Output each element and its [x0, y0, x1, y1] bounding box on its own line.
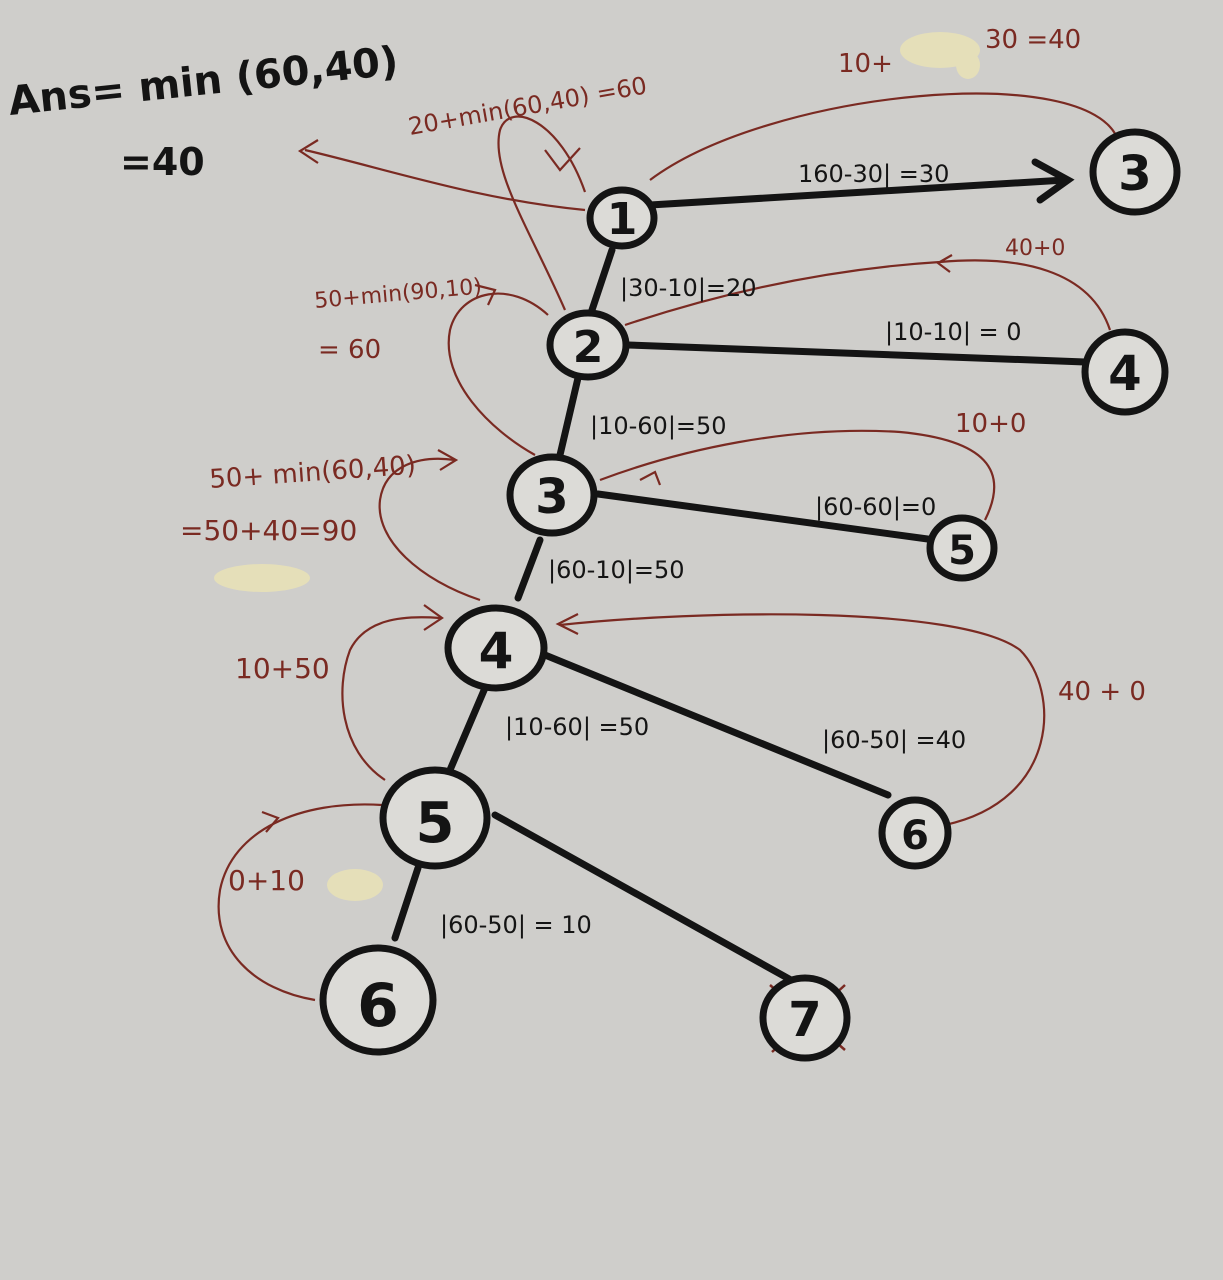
- edge-label-4-5: |10-60| =50: [505, 713, 649, 741]
- node-1-label: 1: [607, 194, 638, 245]
- node-2: 2: [546, 309, 630, 381]
- leaf-node-3: 3: [1089, 128, 1181, 216]
- node-5-calc: 0+10: [228, 864, 305, 897]
- answer-line-2: =40: [120, 140, 205, 184]
- leaf-node-4: 4: [1081, 328, 1169, 416]
- leaf-4-return: 40+0: [1005, 236, 1065, 261]
- arc-r6-arrowhead: [555, 613, 579, 635]
- arc-r6-return: [559, 613, 1046, 827]
- arc-answer-arrowhead: [297, 139, 319, 164]
- edge-2-4: [624, 341, 1089, 366]
- edge-label-2-3: |10-60|=50: [590, 412, 727, 440]
- node-6-label: 6: [357, 971, 399, 1041]
- edge-label-1-3: 160-30| =30: [798, 160, 949, 188]
- leaf-node-3-label: 3: [1118, 146, 1151, 202]
- edge-2-3: [556, 374, 582, 459]
- arc-n1-n2: [497, 115, 587, 311]
- arc-r5-return: [599, 429, 996, 521]
- arc-r5-tick: [639, 470, 662, 486]
- tree-edges: [391, 158, 1089, 989]
- arc-n4-n5: [341, 616, 441, 781]
- leaf-node-5-label: 5: [948, 528, 976, 574]
- arc-r4-return: [624, 259, 1112, 331]
- edge-1-3: [646, 176, 1069, 209]
- arc-n5-arrowhead: [261, 810, 280, 833]
- node-6: 6: [319, 944, 437, 1056]
- leaf-node-4-label: 4: [1108, 346, 1141, 402]
- edge-5-7: [491, 811, 804, 989]
- leaf-node-5: 5: [926, 514, 998, 582]
- edge-label-3-4: |60-10|=50: [548, 556, 685, 584]
- node-3-calc-line-2: =50+40=90: [180, 514, 357, 547]
- top-right-calc: 10+: [838, 49, 893, 79]
- arc-r4-arrowhead: [936, 254, 953, 273]
- node-5: 5: [379, 766, 491, 870]
- node-2-label: 2: [573, 322, 604, 373]
- edge-1-2: [588, 246, 616, 314]
- arc-answer: [304, 148, 586, 212]
- arc-n3-n4: [378, 457, 481, 602]
- arc-n2-n3: [447, 292, 549, 456]
- leaf-node-6-label: 6: [901, 813, 929, 859]
- node-4: 4: [444, 604, 548, 692]
- edge-1-3-arrowhead: [1031, 158, 1075, 204]
- node-2-calc-line-2: = 60: [318, 335, 381, 365]
- arc-n3-arrowhead: [437, 449, 459, 471]
- node-3-label: 3: [535, 469, 568, 525]
- node-1: 1: [586, 186, 658, 250]
- edge-label-5-7: |60-50| = 10: [440, 911, 592, 939]
- leaf-node-6: 6: [878, 796, 952, 870]
- edge-label-2-4: |10-10| = 0: [885, 318, 1022, 346]
- node-5-label: 5: [416, 791, 455, 856]
- edge-label-3-5: |60-60|=0: [815, 493, 936, 521]
- node-4-label: 4: [479, 622, 514, 680]
- edge-labels: 160-30| =30 |30-10|=20 |10-10| = 0 |10-6…: [440, 160, 1022, 939]
- edge-4-5: [446, 684, 489, 774]
- arc-n2-arrowhead: [474, 283, 497, 306]
- node-4-calc: 10+50: [235, 652, 330, 685]
- edge-4-6: [541, 651, 892, 799]
- edge-5-6: [391, 864, 422, 942]
- top-right-calc-2: 30 =40: [985, 25, 1081, 55]
- edge-label-4-6: |60-50| =40: [822, 726, 966, 754]
- node-3: 3: [506, 453, 598, 537]
- recursion-arcs: [217, 92, 1120, 1002]
- edge-label-1-2: |30-10|=20: [620, 274, 757, 302]
- edge-3-4: [514, 536, 544, 602]
- edge-3-5: [594, 490, 939, 544]
- leaf-6-return: 40 + 0: [1058, 677, 1146, 707]
- arc-n1-tick: [544, 147, 581, 172]
- arc-n4-arrowhead: [423, 604, 444, 631]
- leaf-node-7-label: 7: [788, 992, 821, 1048]
- leaf-5-return: 10+0: [955, 409, 1026, 439]
- arc-n6-n5: [217, 803, 383, 1002]
- correction-smudges: [214, 32, 980, 901]
- leaf-node-7: 7: [759, 974, 851, 1062]
- arc-r3-return: [649, 92, 1120, 181]
